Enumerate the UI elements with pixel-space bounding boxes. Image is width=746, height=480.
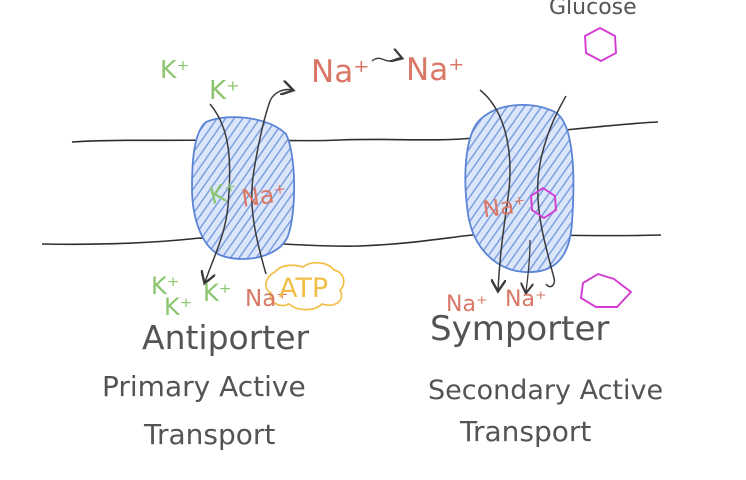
antiporter-channel-line-left: [205, 103, 231, 282]
glucose-hexagon-icon: [584, 26, 617, 63]
symporter-type-line-1: Secondary Active: [428, 375, 663, 406]
symporter-type-line-2: Transport: [459, 415, 591, 448]
antiporter-channel-line-right: [251, 89, 292, 275]
glucose-label: Glucose: [549, 0, 637, 20]
symporter-protein: [464, 89, 575, 292]
antiporter-protein: [191, 89, 296, 282]
symporter-channel-line-right: [536, 95, 567, 288]
antiporter-type-line-2: Transport: [143, 418, 275, 451]
atp-label: ATP: [279, 273, 328, 304]
atp-burst-icon: [265, 261, 345, 311]
sodium-ion-label-symporter-bottom-right: Na⁺: [505, 287, 547, 312]
antiporter-title: Antiporter: [142, 318, 310, 357]
sodium-ion-label-antiporter-middle: Na⁺: [240, 179, 289, 213]
potassium-ion-label-bottom-middle: K⁺: [164, 293, 192, 321]
sodium-ion-label-antiporter-bottom: Na⁺: [245, 286, 288, 312]
symporter-protein-body: [464, 103, 575, 273]
sodium-transfer-arrow-icon: [371, 58, 401, 61]
symporter-channel-line-left: [479, 89, 511, 290]
antiporter-protein-body: [191, 116, 296, 260]
antiporter-type-line-1: Primary Active: [102, 370, 306, 403]
sodium-ion-label-top-right: Na⁺: [406, 52, 465, 88]
potassium-ion-label-bottom-left: K⁺: [151, 272, 179, 300]
sodium-ion-label-top-left: Na⁺: [311, 54, 370, 90]
symporter-channel-line-short: [526, 239, 530, 292]
potassium-ion-label-top-center: K⁺: [209, 76, 240, 106]
sodium-ion-label-symporter-bottom-left: Na⁺: [446, 292, 488, 317]
symporter-title: Symporter: [430, 309, 609, 349]
sodium-ion-label-symporter-middle: Na⁺: [481, 192, 528, 224]
potassium-ion-label-bottom-right: K⁺: [203, 279, 231, 307]
potassium-ion-label-top-left: K⁺: [160, 55, 190, 84]
potassium-ion-label-middle: K⁺: [206, 176, 240, 210]
glucose-hexagon-icon: [579, 272, 633, 308]
glucose-hexagon-icon: [530, 186, 557, 220]
